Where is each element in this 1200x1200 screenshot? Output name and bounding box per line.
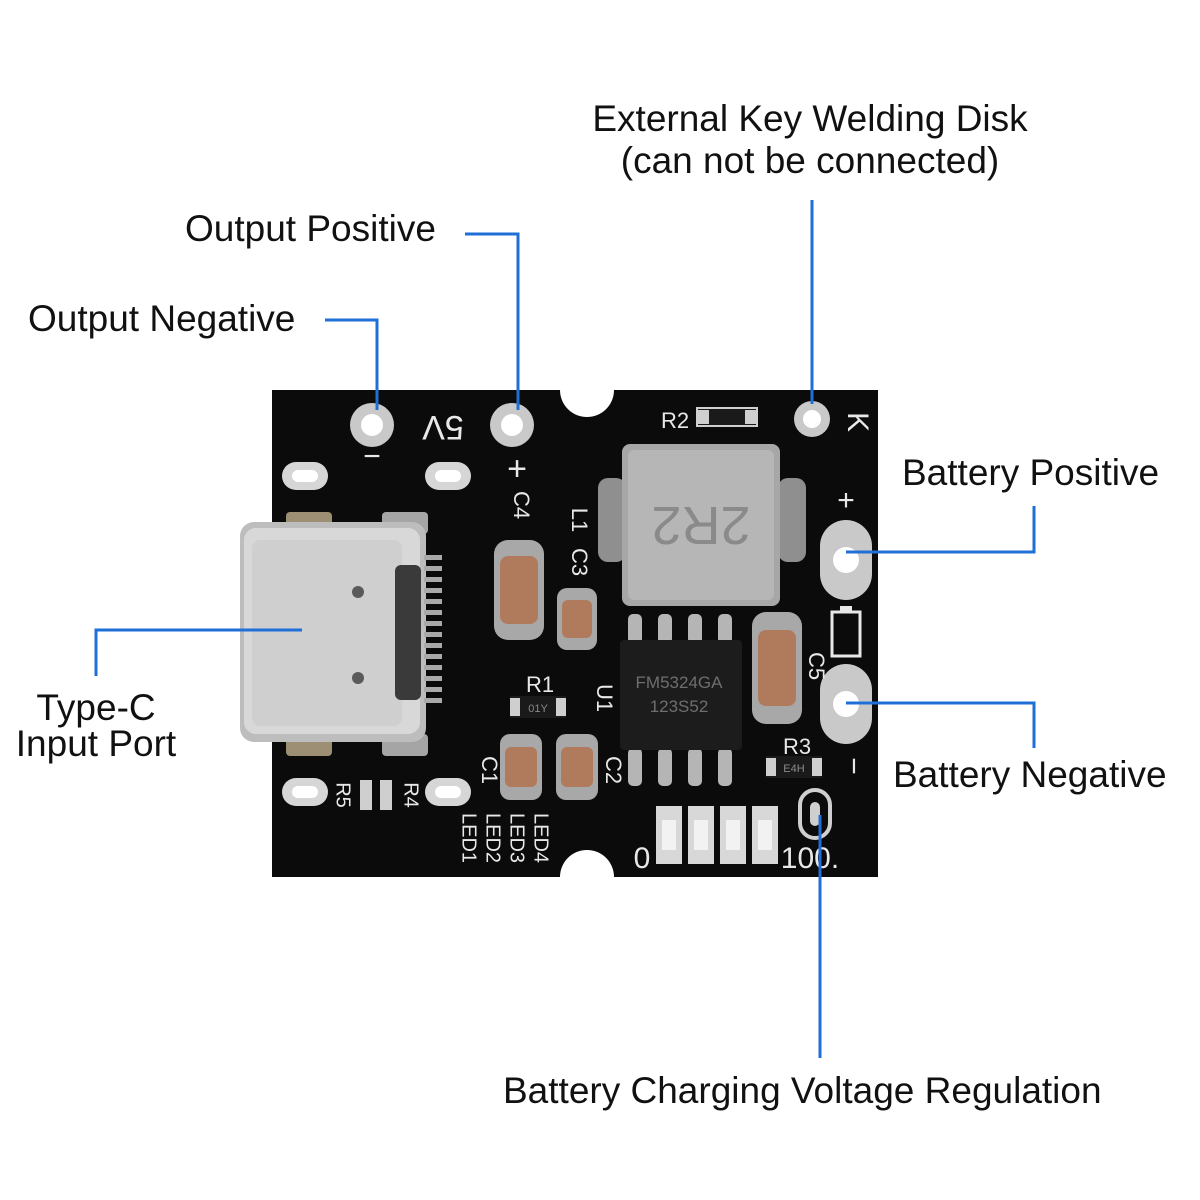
resistor-r5	[360, 780, 372, 810]
capacitor-c2	[556, 734, 598, 800]
chip-u1: FM5324GA 123S52	[620, 614, 742, 786]
silk-plus: +	[507, 450, 527, 488]
led-4	[752, 806, 778, 864]
silk-c4: C4	[509, 491, 534, 519]
callout-charging-regulation: Battery Charging Voltage Regulation	[503, 1070, 1102, 1111]
silk-led4: LED4	[530, 813, 552, 863]
silk-r2: R2	[661, 408, 689, 433]
resistor-r2	[696, 407, 758, 427]
silk-u1: U1	[592, 684, 617, 712]
led-3	[720, 806, 746, 864]
leader-output-negative	[325, 318, 379, 410]
silk-r5: R5	[332, 782, 354, 808]
voltage-regulation-pad	[798, 788, 832, 840]
silk-minus: −	[363, 440, 381, 473]
silk-c5: C5	[804, 652, 829, 680]
callout-external-key: External Key Welding Disk (can not be co…	[560, 98, 1060, 182]
silk-r4: R4	[400, 782, 422, 808]
silk-c2: C2	[601, 756, 626, 784]
silk-key: K	[841, 412, 874, 432]
capacitor-c3	[557, 588, 597, 650]
leader-type-c	[94, 628, 302, 676]
resistor-r4	[380, 780, 392, 810]
silk-scale-low: 0	[634, 842, 651, 875]
silk-led1: LED1	[458, 813, 480, 863]
led-1	[656, 806, 682, 864]
silk-battery-minus: −	[837, 757, 870, 775]
led-2	[688, 806, 714, 864]
silk-led3: LED3	[506, 813, 528, 863]
resistor-r3: E4H	[766, 756, 822, 778]
silk-led2: LED2	[482, 813, 504, 863]
resistor-r3-marking: E4H	[783, 763, 804, 775]
inductor-marking: 2R2	[651, 495, 750, 555]
leader-battery-positive	[846, 506, 1036, 554]
silk-r3: R3	[783, 734, 811, 759]
capacitor-c1	[500, 734, 542, 800]
resistor-r1: 01Y	[510, 696, 566, 718]
capacitor-c4	[494, 540, 544, 640]
leader-battery-negative	[846, 701, 1036, 748]
silk-c1: C1	[477, 756, 502, 784]
silk-5v: 5V	[422, 408, 464, 446]
silk-battery-plus: +	[837, 484, 855, 517]
callout-external-key-line1: External Key Welding Disk	[592, 98, 1028, 139]
callout-battery-negative: Battery Negative	[893, 754, 1167, 795]
silk-l1: L1	[567, 508, 592, 532]
silk-r1: R1	[526, 672, 554, 697]
callout-output-positive: Output Positive	[185, 208, 436, 249]
key-pad	[794, 401, 830, 437]
callout-type-c-line2: Input Port	[15, 723, 177, 764]
battery-positive-pad	[820, 520, 872, 600]
capacitor-c5	[752, 612, 802, 724]
silk-scale-high: 100.	[781, 842, 839, 875]
inductor: 2R2	[598, 444, 806, 606]
chip-marking-line2: 123S52	[650, 697, 709, 716]
output-positive-pad	[490, 403, 534, 447]
callout-battery-positive: Battery Positive	[902, 452, 1160, 493]
silk-c3: C3	[567, 548, 592, 576]
output-negative-pad	[350, 403, 394, 447]
callout-type-c: Type-C Input Port	[0, 687, 192, 764]
resistor-r1-marking: 01Y	[528, 703, 548, 715]
callout-output-negative: Output Negative	[28, 298, 296, 339]
chip-marking-line1: FM5324GA	[636, 673, 724, 692]
leader-output-positive	[465, 232, 520, 410]
type-c-connector	[240, 512, 442, 756]
callout-type-c-line1: Type-C	[36, 687, 156, 728]
callout-external-key-line2: (can not be connected)	[620, 140, 1000, 181]
